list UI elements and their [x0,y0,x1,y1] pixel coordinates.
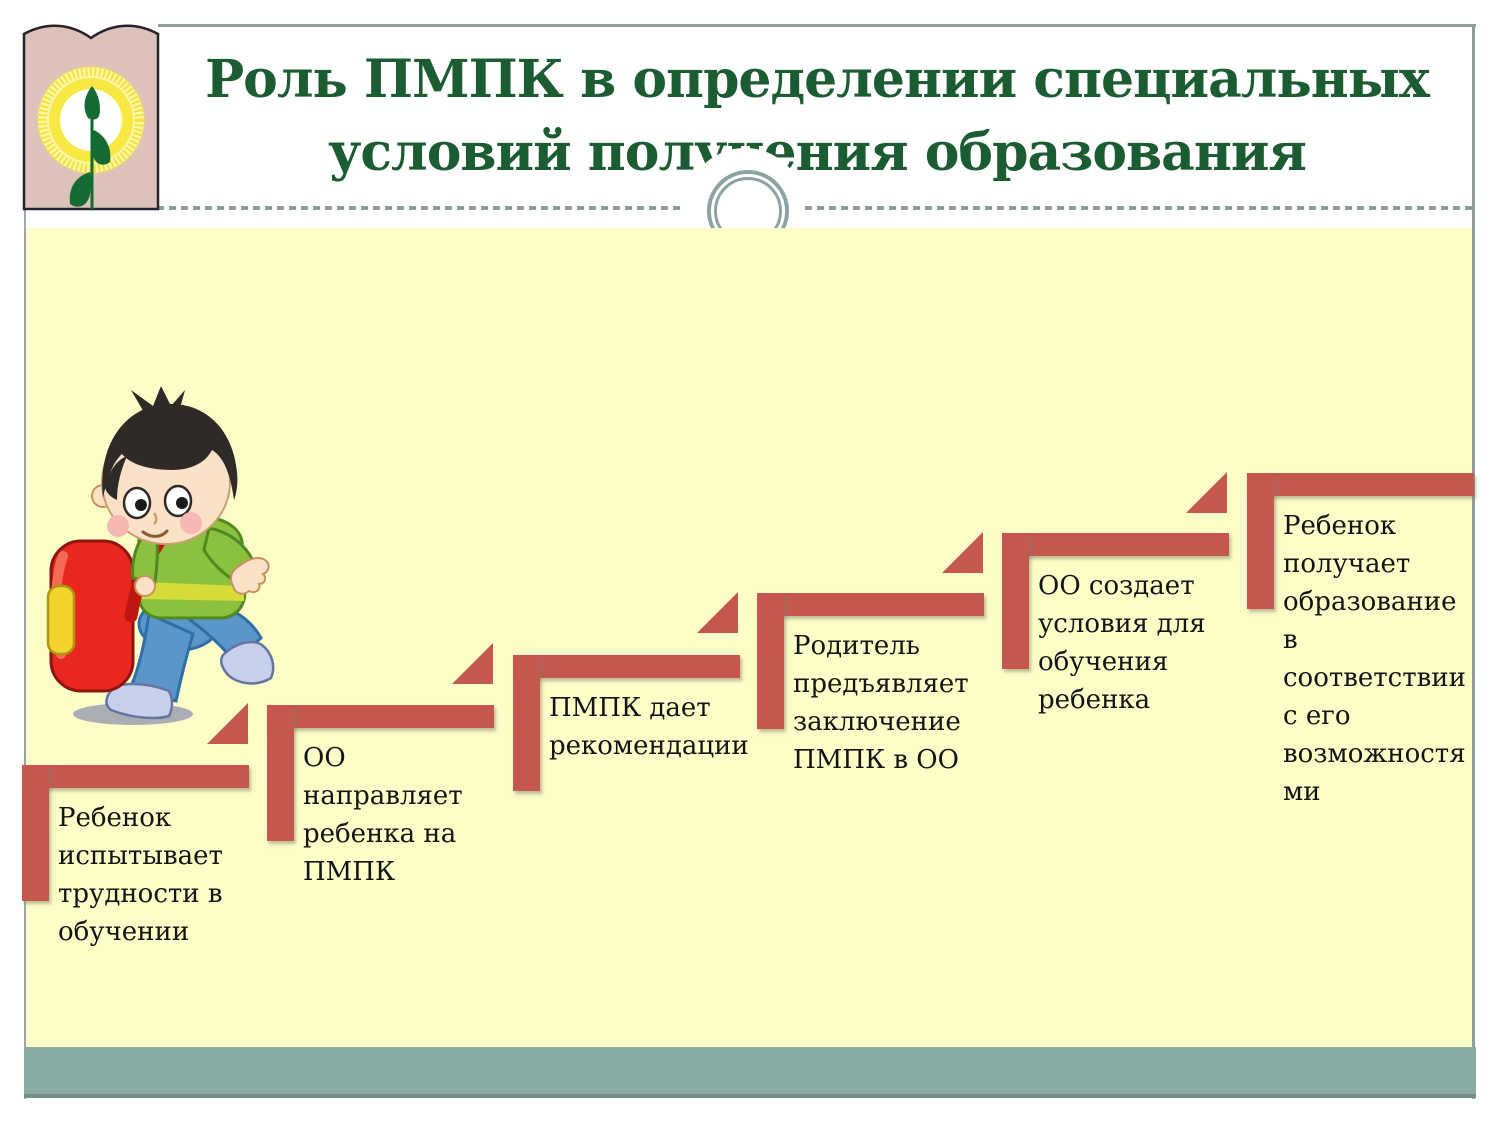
step-bar-horizontal [1247,473,1474,496]
step-5: ОО создает условия для обучения ребенка [1002,533,1262,863]
step-label: Ребенок получает образование в соответст… [1283,511,1466,807]
step-bar-vertical [1247,473,1274,609]
content-area [26,228,1472,1047]
step-bar-horizontal [757,593,984,616]
step-3: ПМПК дает рекомендации [513,655,773,985]
schoolboy-illustration [46,386,275,725]
step-label: ОО создает условия для обучения ребенка [1038,571,1206,715]
step-bar-vertical [267,705,294,841]
step-label: ПМПК дает рекомендации [549,693,749,761]
open-book-sunflower-logo-icon [22,24,160,211]
step-bar-horizontal [1002,533,1229,556]
header-top-rule [158,24,1476,27]
step-bar-horizontal [22,765,249,788]
step-label: ОО направляет ребенка на ПМПК [303,743,463,887]
step-bar-horizontal [513,655,740,678]
slide-left-border [24,206,26,1099]
step-6: Ребенок получает образование в соответст… [1247,473,1500,807]
step-bar-vertical [22,765,49,901]
step-4: Родитель предъявляет заключение ПМПК в О… [757,593,1017,923]
step-bar-vertical [1002,533,1029,669]
footer-bar [24,1047,1476,1098]
step-bar-horizontal [267,705,494,728]
slide-right-border [1472,24,1475,1099]
step-label: Ребенок испытывает трудности в обучении [58,803,223,947]
step-2: ОО направляет ребенка на ПМПК [267,705,527,1035]
step-bar-vertical [513,655,540,791]
page-title: Роль ПМПК в определении специальных усло… [205,49,1430,183]
step-1: Ребенок испытывает трудности в обучении [22,765,282,1095]
step-label: Родитель предъявляет заключение ПМПК в О… [793,631,969,775]
step-bar-vertical [757,593,784,729]
